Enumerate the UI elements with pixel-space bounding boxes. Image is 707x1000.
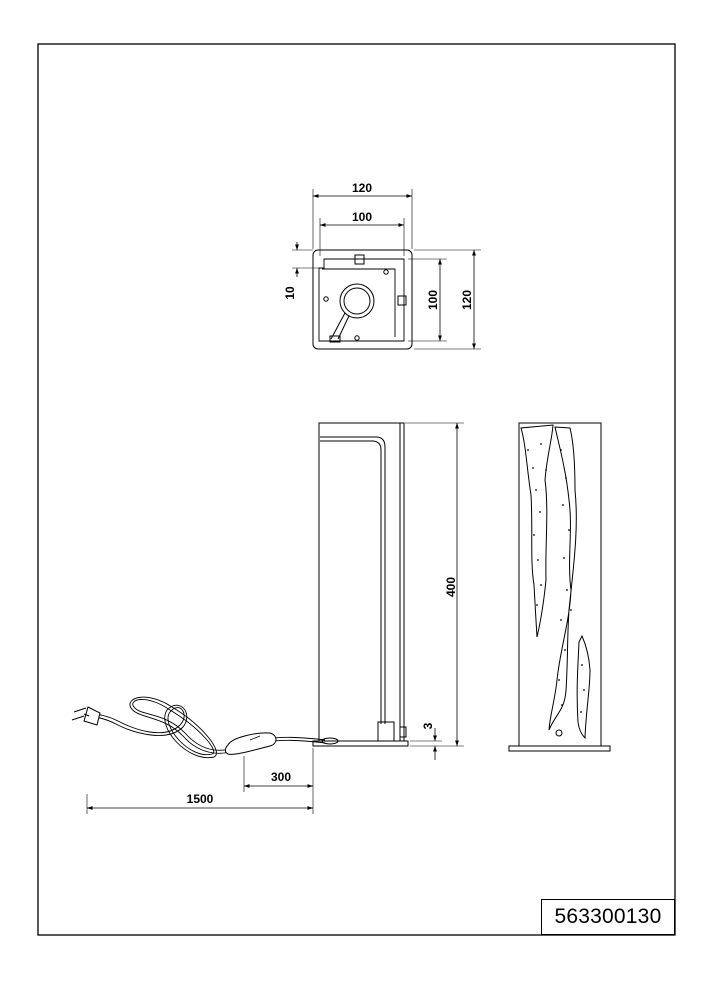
- dim-top-wall-offset: 10: [283, 242, 320, 300]
- part-number-box: 563300130: [541, 899, 675, 935]
- dim-cable-to-switch: 300: [243, 748, 314, 814]
- part-number: 563300130: [554, 905, 662, 928]
- dim-base-thickness: 3: [410, 722, 442, 760]
- dim-label-top-outer-width: 120: [352, 181, 372, 195]
- dim-label-base-thickness: 3: [421, 722, 435, 729]
- plug: [71, 706, 101, 726]
- drawing-frame: [37, 43, 676, 936]
- dim-label-top-wall-offset: 10: [283, 286, 297, 300]
- dim-top-inner-depth: 100: [408, 258, 447, 342]
- front-view-crackle-dots: [527, 443, 585, 713]
- dim-label-top-inner-depth: 100: [426, 290, 440, 310]
- dim-label-cable-to-switch: 300: [271, 770, 291, 784]
- front-view: [508, 422, 611, 752]
- top-view: [312, 249, 413, 350]
- dim-label-height: 400: [444, 577, 458, 597]
- dim-top-inner-width: 100: [319, 210, 405, 256]
- dim-top-outer-depth: 120: [414, 249, 481, 350]
- dim-height: 400: [405, 422, 464, 747]
- side-view: [312, 422, 409, 747]
- inline-switch: [224, 732, 277, 755]
- dim-label-cable-total: 1500: [187, 792, 214, 806]
- dim-top-outer-width: 120: [312, 181, 413, 249]
- power-cable: [90, 696, 326, 759]
- dim-label-top-inner-width: 100: [352, 210, 372, 224]
- dim-label-top-outer-depth: 120: [460, 290, 474, 310]
- dim-cable-total: 1500: [86, 792, 313, 814]
